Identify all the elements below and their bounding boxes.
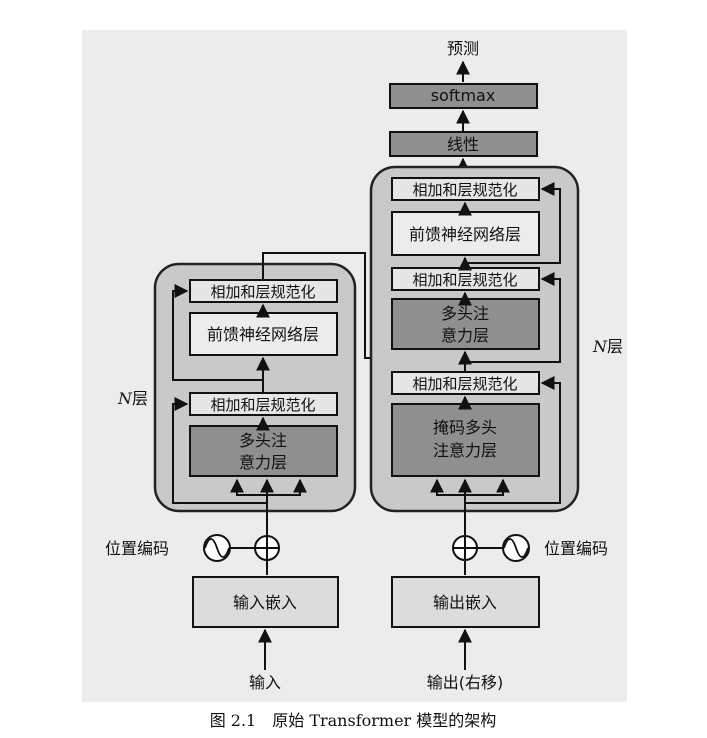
decoder-residual-2 [465, 272, 561, 363]
decoder-linear [389, 131, 538, 157]
decoder-masked-attention-line2: 注意力层 [433, 441, 497, 460]
decoder-pos-encoding: 位置编码 [544, 539, 608, 558]
encoder-input: 输入 [249, 673, 281, 692]
decoder-n-layers: N层 [592, 337, 623, 356]
decoder-wire-v [465, 478, 510, 496]
decoder-output: 输出(右移) [427, 673, 504, 692]
decoder-cross-attention-line2: 意力层 [441, 326, 489, 345]
encoder-residual-1 [172, 397, 267, 504]
decoder-cross-attention-line1: 多头注 [441, 304, 489, 323]
encoder-attention-line2: 意力层 [239, 453, 287, 472]
decoder-embedding [391, 576, 540, 628]
figure-caption: 图 2.1 原始 Transformer 模型的架构 [210, 711, 497, 730]
decoder-embedding-label: 输出嵌入 [433, 593, 497, 612]
decoder-prediction: 预测 [447, 39, 479, 58]
encoder-attention-line1: 多头注 [239, 431, 287, 450]
decoder-residual-1 [465, 376, 561, 504]
encoder-wire-q [230, 478, 267, 496]
decoder-cross-attention [391, 298, 540, 350]
decoder-ffn-label: 前馈神经网络层 [409, 225, 521, 244]
encoder-ffn-label: 前馈神经网络层 [207, 325, 319, 344]
encoder-pos-encoding: 位置编码 [105, 539, 169, 558]
decoder-linear-label: 线性 [447, 135, 479, 154]
encoder-norm-bottom-label: 相加和层规范化 [210, 396, 315, 414]
decoder-norm-top-label: 相加和层规范化 [412, 181, 517, 199]
decoder-norm-mid-label: 相加和层规范化 [412, 271, 517, 289]
encoder-norm-top-label: 相加和层规范化 [210, 283, 315, 301]
decoder-softmax [389, 83, 538, 109]
decoder-softmax-label: softmax [431, 86, 496, 105]
encoder-wire-v [267, 478, 307, 496]
encoder-n-layers: N层 [117, 389, 148, 408]
decoder-wire-q [430, 478, 465, 496]
decoder-masked-attention-line1: 掩码多头 [433, 418, 497, 437]
decoder-ffn [391, 211, 540, 256]
encoder-embedding [192, 576, 339, 628]
encoder-residual-2 [172, 284, 263, 381]
decoder-norm-bottom-label: 相加和层规范化 [412, 375, 517, 393]
decoder-masked-attention [391, 403, 540, 477]
encoder-embedding-label: 输入嵌入 [233, 593, 297, 612]
decoder-norm-top [391, 177, 540, 201]
decoder-residual-3 [465, 182, 561, 264]
